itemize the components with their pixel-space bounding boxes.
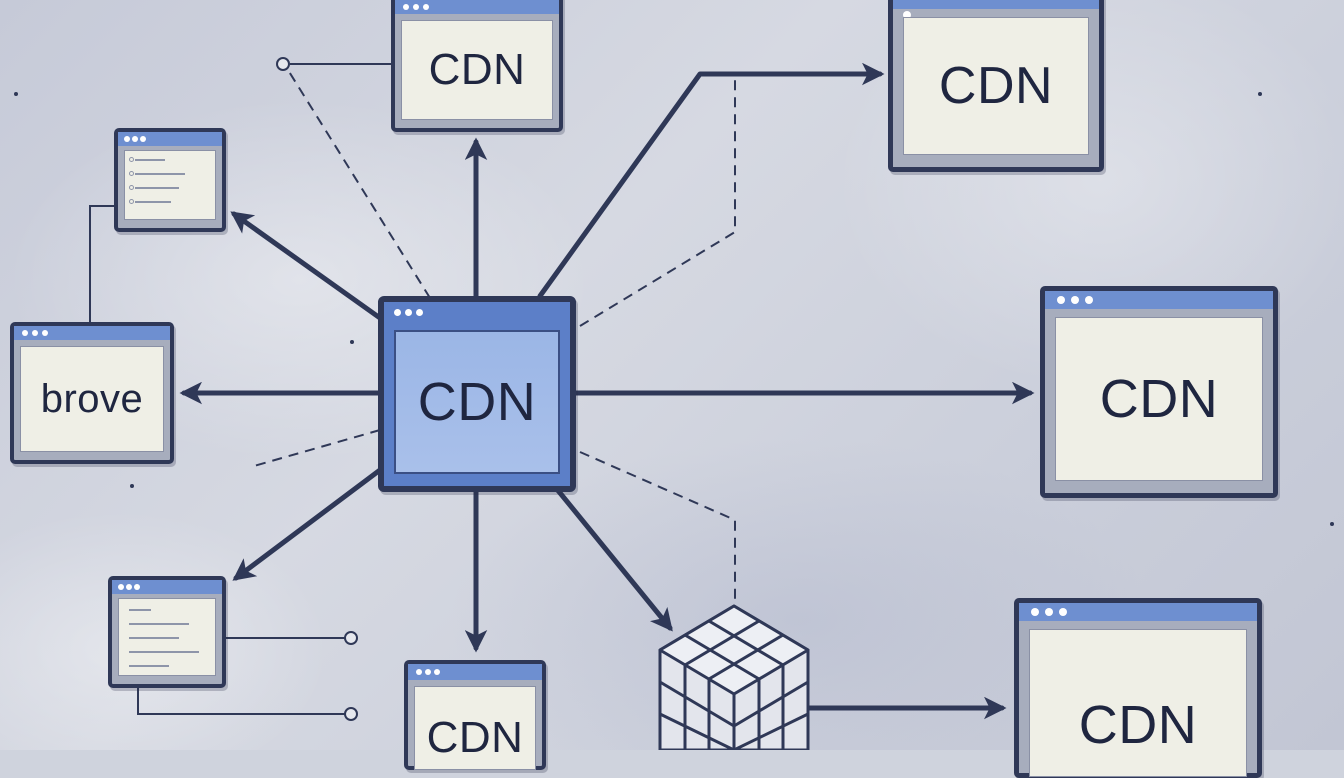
node-label: CDN — [428, 45, 526, 94]
connector-left-stack — [89, 205, 116, 322]
list-window-top-left — [114, 128, 226, 232]
hub-label: CDN — [417, 372, 537, 432]
ink-speck — [350, 340, 354, 344]
node-label: CDN — [1072, 696, 1204, 754]
cdn-node-bottom-right: CDN — [1014, 598, 1262, 778]
endpoint-circle-icon — [276, 57, 290, 71]
node-label: CDN — [426, 713, 524, 762]
arrow-to-top-right — [537, 62, 885, 299]
list-window-icon — [119, 599, 215, 675]
arrow-to-upper-left — [230, 211, 383, 321]
node-label: brove — [40, 377, 144, 421]
arrow-to-cube — [553, 485, 673, 632]
cdn-node-top: CDN — [391, 0, 563, 132]
endpoint-circle-icon — [344, 707, 358, 721]
connection-lines — [89, 62, 1035, 750]
ink-speck — [1258, 92, 1262, 96]
ink-speck — [14, 92, 18, 96]
dashed-link-top-right — [579, 76, 736, 327]
node-label: CDN — [1093, 370, 1225, 428]
cube-grid-icon — [658, 604, 810, 750]
ink-speck — [130, 484, 134, 488]
connector-list-2 — [137, 686, 346, 715]
ink-speck — [1330, 522, 1334, 526]
dashed-link-cube — [579, 451, 736, 600]
list-window-lower-left — [108, 576, 226, 688]
arrow-to-lower-left — [232, 467, 383, 581]
dashed-link-top — [287, 69, 431, 299]
list-window-icon — [125, 151, 215, 219]
cdn-node-bottom: CDN — [404, 660, 546, 770]
endpoint-circle-icon — [344, 631, 358, 645]
cdn-node-top-right: CDN — [888, 0, 1104, 172]
cdn-hub: CDN — [378, 296, 576, 492]
cdn-node-right: CDN — [1040, 286, 1278, 498]
dashed-link-left — [253, 429, 381, 467]
node-label: CDN — [938, 57, 1054, 115]
browser-node-left: brove — [10, 322, 174, 464]
